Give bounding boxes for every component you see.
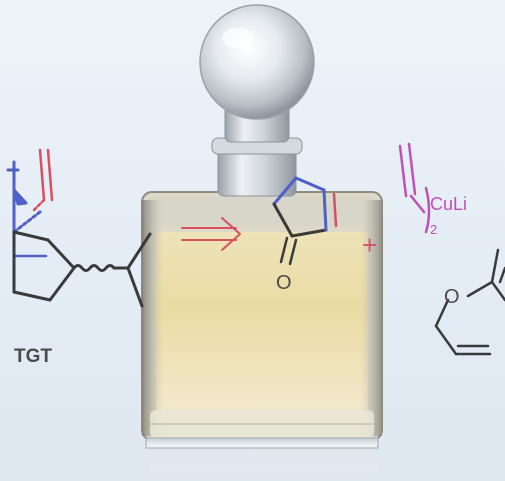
red-highlight-bonds	[32, 148, 54, 212]
reagent-label: CuLi	[430, 194, 467, 214]
cyclopentenone: O	[181, 176, 338, 294]
skeleton-bonds	[12, 230, 152, 308]
retrosynthesis-arrow	[181, 217, 241, 251]
bottle-stopper	[199, 4, 315, 120]
target-label: TGT	[14, 346, 52, 367]
ketone-oxygen: O	[276, 272, 292, 294]
reagent-subscript: 2	[430, 222, 437, 237]
plus-sign: +	[362, 230, 377, 260]
blue-highlight-bonds	[6, 160, 48, 258]
bottle-base	[145, 437, 379, 449]
perfume-liquid	[156, 232, 368, 422]
cuprate-reagent: CuLi 2	[398, 142, 467, 237]
pyran-fragment: O	[434, 248, 505, 356]
bottle-neck	[217, 147, 297, 197]
target-molecule: TGT	[6, 148, 152, 367]
perfume-bottle	[141, 4, 383, 481]
ring-oxygen: O	[444, 286, 460, 308]
